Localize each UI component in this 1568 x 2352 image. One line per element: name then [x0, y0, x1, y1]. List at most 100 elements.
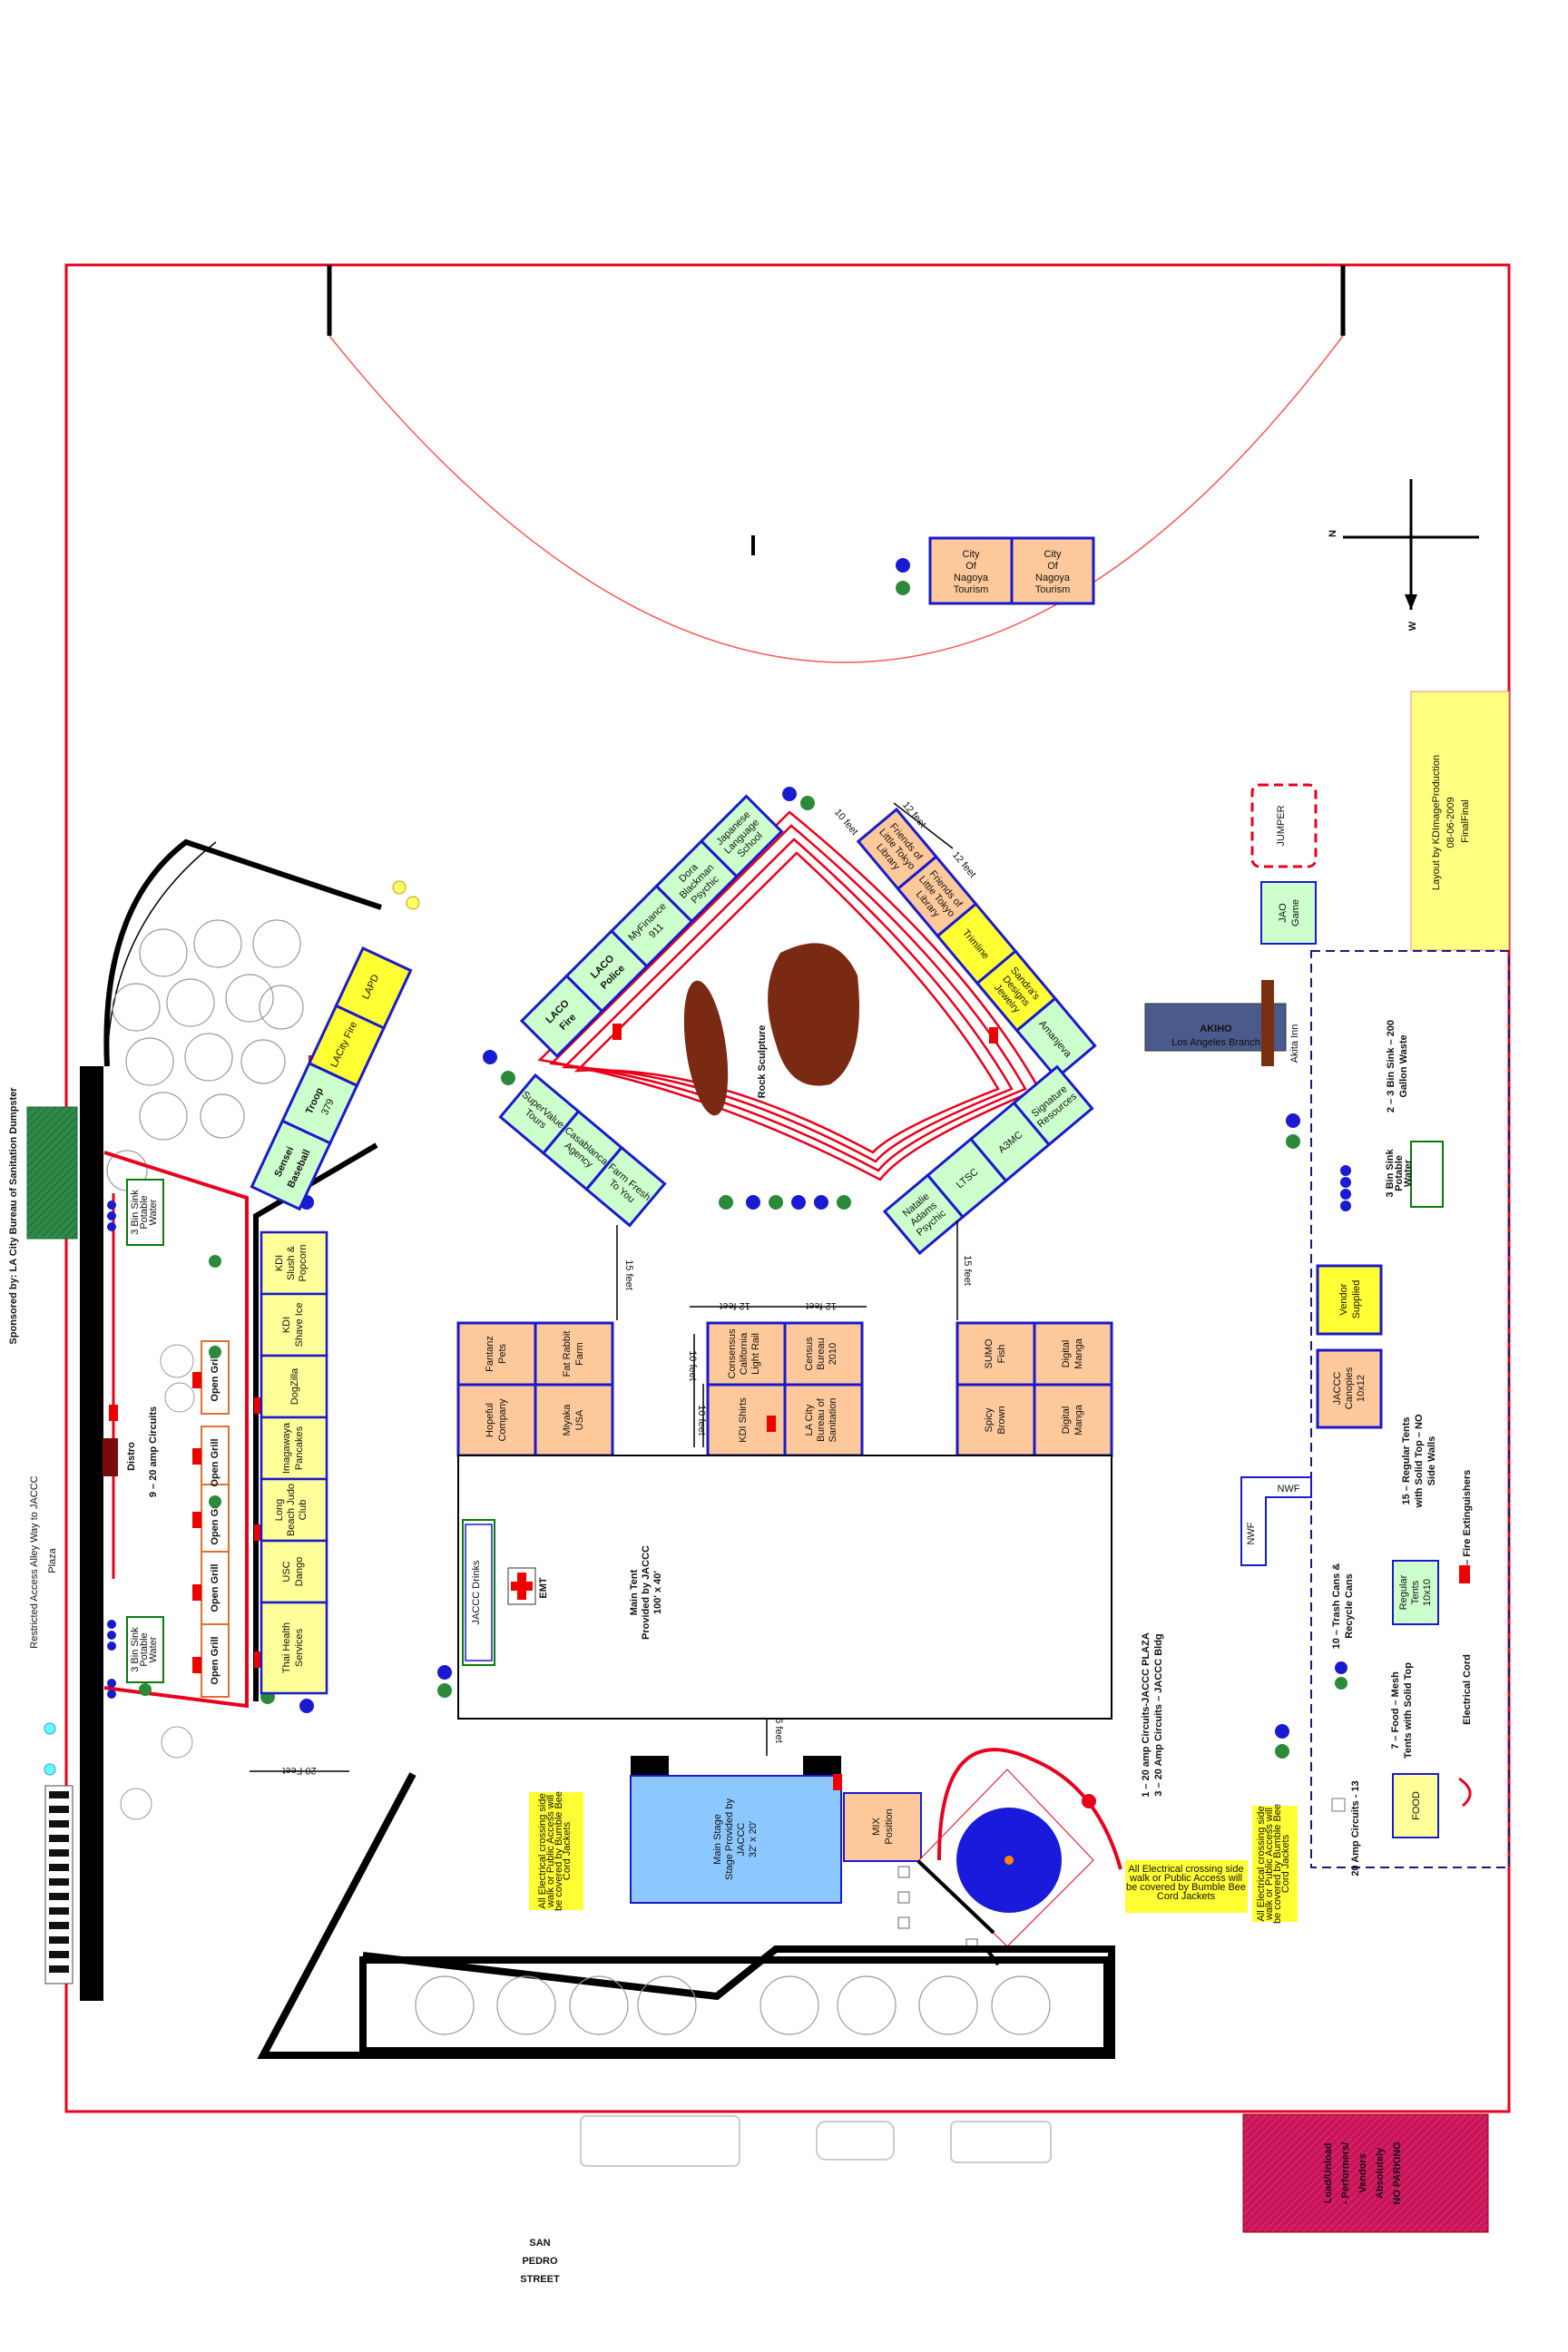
food-booths	[260, 1230, 328, 1695]
svg-text:Main TentProvided by JACCC100': Main TentProvided by JACCC100' x 40'	[629, 1545, 663, 1640]
svg-text:JACCCCanopies10x12: JACCCCanopies10x12	[1332, 1367, 1367, 1409]
compass-north: N	[1328, 530, 1338, 537]
svg-text:Los Angeles Branch: Los Angeles Branch	[1171, 1037, 1260, 1048]
arc-booths-lower-left: SuperValueTours CasablancaAgency Farm Fr…	[498, 1073, 667, 1228]
svg-text:All Electrical crossing sidewa: All Electrical crossing sidewalk or Publ…	[537, 1791, 573, 1911]
svg-text:LA CityBureau ofSanitation: LA CityBureau ofSanitation	[804, 1397, 838, 1442]
distro-label: Distro	[126, 1442, 137, 1471]
svg-text:3 Bin SinkPotableWater: 3 Bin SinkPotableWater	[1385, 1149, 1414, 1198]
svg-text:NWF: NWF	[1246, 1522, 1257, 1544]
main-tent	[457, 1455, 1112, 1720]
svg-text:20 Feet: 20 Feet	[282, 1765, 316, 1776]
svg-text:Open Grill: Open Grill	[210, 1353, 220, 1401]
rock-right	[768, 943, 859, 1086]
rock-sculpture-plaza: Rock Sculpture	[537, 810, 1041, 1181]
measurements	[250, 802, 958, 1772]
layout-credit: Layout by KDImageProduction 08-06-2009 F…	[1431, 752, 1471, 890]
svg-text:Open Grill: Open Grill	[210, 1438, 220, 1486]
svg-text:12 feet: 12 feet	[720, 1300, 750, 1311]
sink-right	[1410, 1141, 1444, 1208]
main-stage	[630, 1775, 842, 1904]
svg-text:3 Bin SinkPotableWater: 3 Bin SinkPotableWater	[130, 1627, 159, 1672]
circuits-label: 9 – 20 amp Circuits	[148, 1406, 159, 1497]
food-tent	[1392, 1773, 1439, 1838]
jumper	[1250, 783, 1318, 868]
arc-booths-lower-right: NatalieAdamsPsychic LTSC A3MC SignatureR…	[882, 1064, 1094, 1256]
svg-text:6 feet: 6 feet	[773, 1718, 784, 1743]
svg-text:EMT: EMT	[538, 1577, 549, 1599]
regular-tents	[1392, 1560, 1439, 1625]
crossing-note-right	[1125, 1860, 1248, 1913]
svg-text:Akita Inn: Akita Inn	[1289, 1024, 1300, 1063]
mix-position	[843, 1792, 922, 1862]
jao-game	[1260, 881, 1317, 945]
bottom-planter	[257, 1772, 1115, 2059]
svg-text:Open Grill: Open Grill	[210, 1496, 220, 1544]
compass: N W	[1328, 479, 1479, 631]
svg-text:FOOD: FOOD	[1411, 1791, 1422, 1820]
top-arc	[328, 335, 1344, 663]
svg-text:JACCC Drinks: JACCC Drinks	[471, 1560, 482, 1624]
sink-top	[126, 1179, 164, 1246]
svg-text:Load/Unload- Performers/Vendor: Load/Unload- Performers/VendorsAbsolutel…	[1323, 2141, 1403, 2204]
upper-left-booths: LAPD LACity Fire Troop 379 Sensei Baseba…	[250, 946, 413, 1211]
crossing-note-left	[529, 1792, 583, 1910]
svg-text:KDI Shirts: KDI Shirts	[738, 1397, 749, 1443]
svg-text:15 feet: 15 feet	[623, 1259, 634, 1290]
left-trees	[120, 1344, 195, 1820]
svg-text:AKIHO: AKIHO	[1200, 1024, 1232, 1034]
vendor-supplied	[1316, 1264, 1383, 1336]
fire-extinguishers	[109, 1055, 318, 1673]
jaccc-canopies	[1316, 1348, 1383, 1429]
crossing-note-bottom	[1252, 1806, 1298, 1922]
sponsor-text: Sponsored by: LA City Bureau of Sanitati…	[8, 1087, 19, 1345]
vendor-area	[1310, 950, 1510, 1868]
svg-text:All Electrical crossing sidewa: All Electrical crossing sidewalk or Publ…	[1256, 1804, 1291, 1924]
left-wall	[80, 1066, 103, 2001]
svg-text:3 Bin SinkPotableWater: 3 Bin SinkPotableWater	[130, 1190, 159, 1235]
svg-text:10 feet: 10 feet	[696, 1405, 707, 1436]
compass-west: W	[1407, 621, 1418, 631]
svg-text:20 Amp Circuits - 13: 20 Amp Circuits - 13	[1350, 1780, 1361, 1876]
parked-vehicles	[580, 2115, 1052, 2167]
svg-text:CensusBureau2010: CensusBureau2010	[804, 1337, 838, 1371]
dumpster	[26, 1106, 78, 1240]
emt-icon: EMT	[507, 1567, 549, 1605]
svg-text:17 – Fire Extinguishers: 17 – Fire Extinguishers	[1462, 1470, 1473, 1579]
svg-text:10 – Trash Cans &Recycle Cans: 10 – Trash Cans &Recycle Cans	[1331, 1563, 1355, 1650]
svg-text:DogZilla: DogZilla	[289, 1367, 300, 1405]
svg-text:JUMPER: JUMPER	[1276, 805, 1287, 846]
layout-credit-box	[1410, 691, 1510, 951]
alley-text: Restricted Access Alley Way to JACCC Pla…	[29, 1473, 58, 1648]
svg-text:10 feet: 10 feet	[687, 1350, 698, 1381]
tree-cluster	[106, 919, 304, 1191]
mid-booths	[456, 1321, 1113, 1457]
no-parking-zone	[1242, 2113, 1489, 2233]
svg-text:KDISlush &Popcorn: KDISlush &Popcorn	[274, 1245, 309, 1282]
svg-text:12 feet: 12 feet	[950, 849, 978, 879]
svg-text:12 feet: 12 feet	[806, 1300, 837, 1311]
svg-text:10 feet: 10 feet	[832, 807, 860, 837]
svg-text:NWF: NWF	[1277, 1484, 1299, 1494]
svg-text:Open Grill: Open Grill	[210, 1636, 220, 1684]
svg-text:ConsensusCaliforniaLight Rail: ConsensusCaliforniaLight Rail	[727, 1328, 761, 1379]
svg-text:Electrical Cord: Electrical Cord	[1462, 1654, 1473, 1725]
svg-text:15 feet: 15 feet	[962, 1255, 973, 1286]
arc-booths-upper: LACOFire LACOPolice MyFinance911 DoraBla…	[519, 794, 784, 1059]
